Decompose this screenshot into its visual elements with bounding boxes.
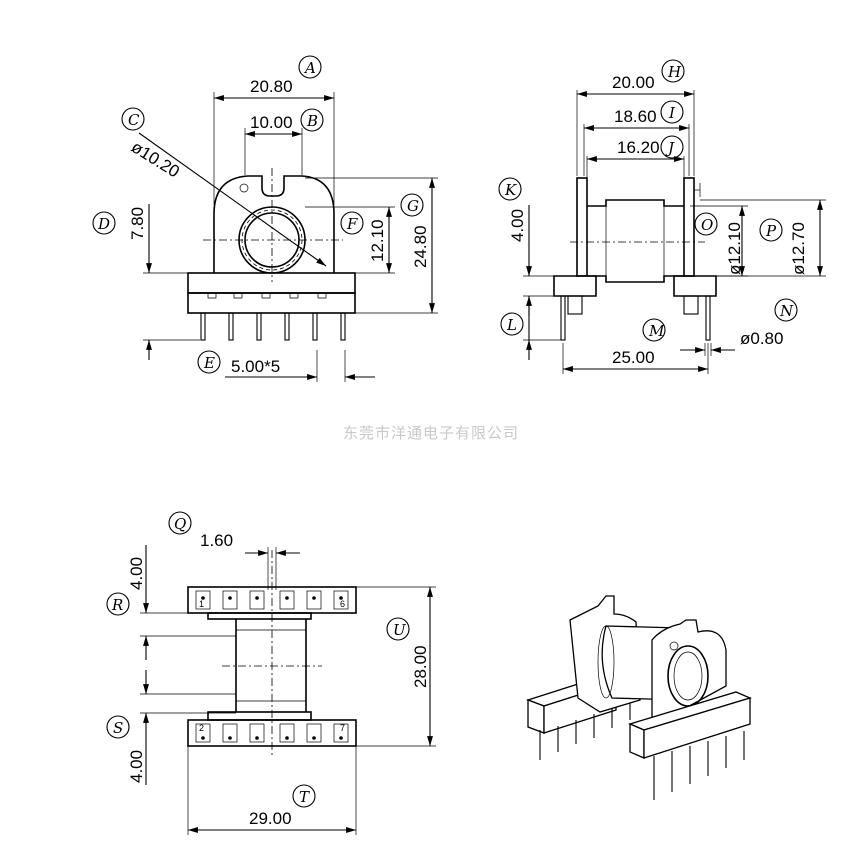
label-f: F [346,215,358,233]
dim-o-value: ø12.10 [725,222,744,275]
label-l: L [506,316,517,334]
label-q: Q [174,515,186,533]
dim-m-value: 25.00 [612,348,655,367]
dim-n-value: ø0.80 [740,329,783,348]
dim-u-value: 28.00 [411,645,430,688]
dim-c-value: ø10.20 [128,137,183,181]
label-g: G [407,197,419,215]
dim-q-value: 1.60 [200,531,233,550]
dim-f-value: 12.10 [368,219,387,262]
dim-a-value: 20.80 [250,77,293,96]
label-d: D [97,215,110,233]
label-h: H [667,63,682,81]
dim-t-value: 29.00 [249,809,292,828]
company-watermark: 东莞市洋通电子有限公司 [342,424,519,442]
dim-b-value: 10.00 [250,113,293,132]
dim-k-value: 4.00 [508,209,527,242]
label-r: R [111,596,123,614]
label-c: C [128,111,140,129]
dim-j-value: 16.20 [617,138,660,157]
side-view: 20.00 H 18.60 I 16.20 J 4.00 K L 2 [498,59,826,374]
label-k: K [504,181,517,199]
label-n: N [779,302,794,320]
label-s: S [113,719,123,737]
label-u: U [393,621,407,639]
dim-r-value: 4.00 [127,557,146,590]
label-m: M [648,322,665,340]
dim-g-value: 24.80 [411,225,430,268]
label-p: P [765,222,777,240]
isometric-view [526,595,752,800]
label-t: T [299,788,310,806]
pin-label-2: 2 [199,723,204,733]
label-i: I [668,104,676,122]
label-b: B [306,112,318,130]
label-j: J [665,139,675,157]
dim-d-value: 7.80 [128,207,147,240]
dim-s-value: 4.00 [127,750,146,783]
front-view: 20.80 A 10.00 B ø10.20 C 7.80 D 5.00*5 E [92,55,438,382]
label-o: O [701,216,713,234]
dim-p-value: ø12.70 [789,222,808,275]
dim-e-value: 5.00*5 [231,357,280,376]
pin-label-6: 6 [340,599,345,609]
top-view: 1 6 2 7 1.60 Q 4.00 R 4.00 S [106,511,436,835]
pin-label-7: 7 [340,723,345,733]
label-e: E [203,354,215,372]
pin-label-1: 1 [199,599,204,609]
dim-h-value: 20.00 [612,73,655,92]
dim-i-value: 18.60 [614,107,657,126]
label-a: A [303,59,316,77]
